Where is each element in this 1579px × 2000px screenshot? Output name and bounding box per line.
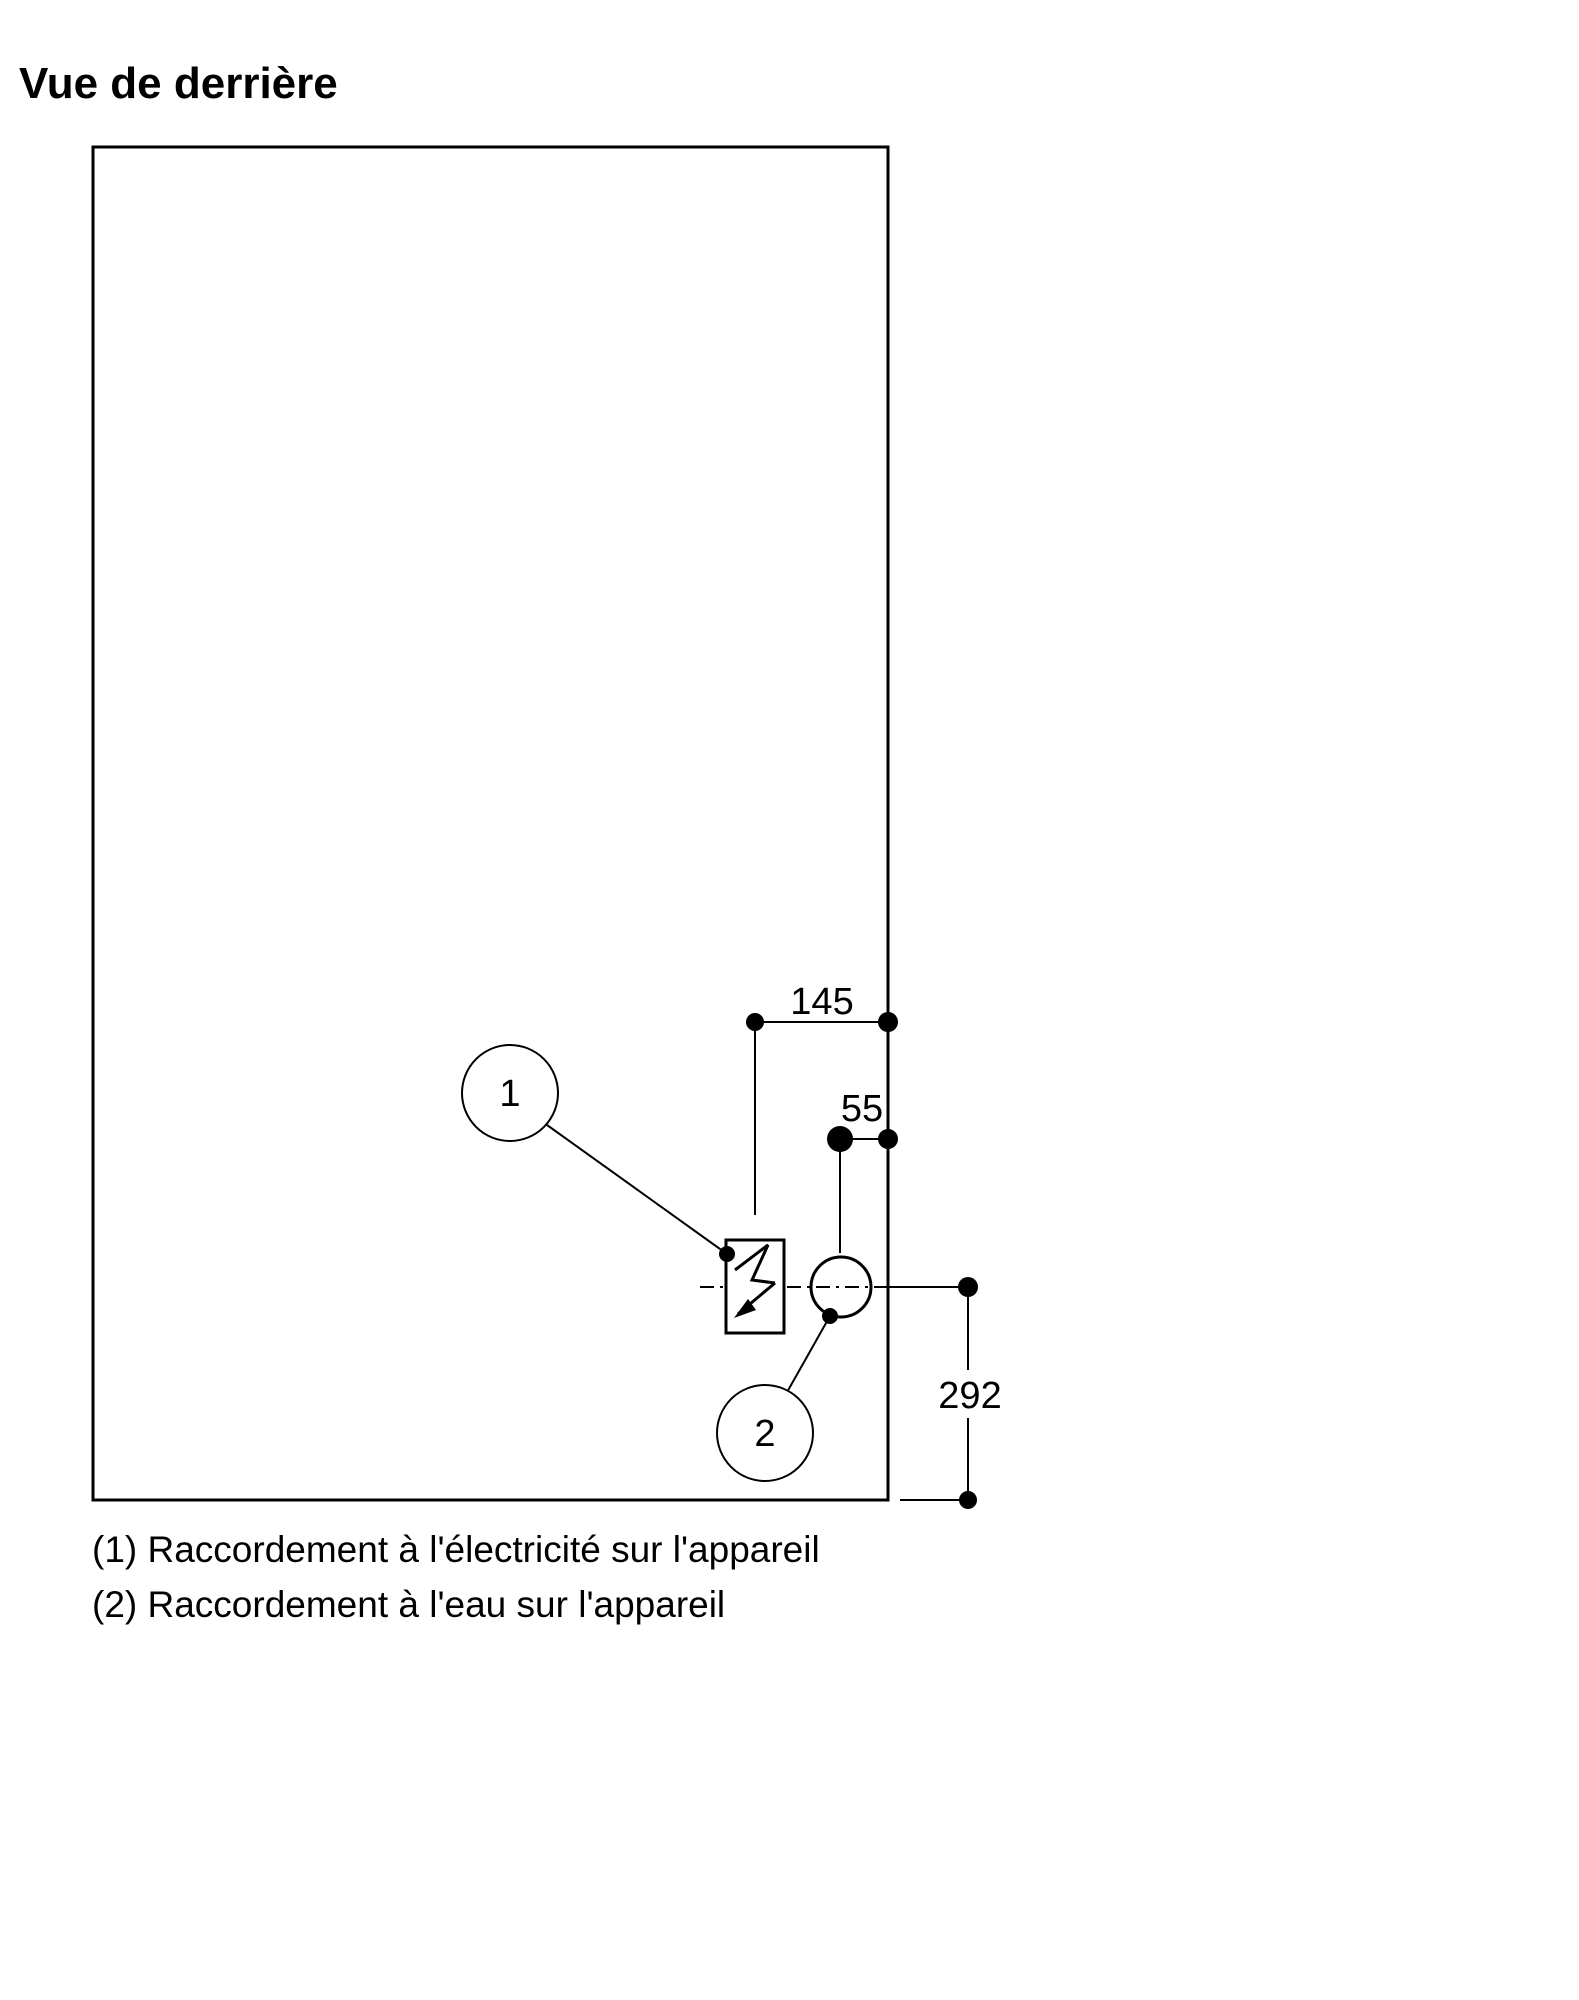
dimension-292: 292 [878, 1277, 1002, 1509]
legend: (1) Raccordement à l'électricité sur l'a… [92, 1522, 820, 1632]
dimension-label-55: 55 [841, 1088, 883, 1130]
callout-2-label: 2 [754, 1413, 775, 1455]
dimension-label-145: 145 [790, 981, 853, 1023]
electrical-connection-icon [724, 1238, 786, 1335]
callout-2: 2 [716, 1308, 838, 1482]
dimension-145: 145 [746, 981, 898, 1215]
callout-1-label: 1 [499, 1073, 520, 1115]
dimension-55: 55 [827, 1088, 898, 1253]
callout-1: 1 [461, 1044, 735, 1262]
legend-item-1: (1) Raccordement à l'électricité sur l'a… [92, 1529, 820, 1570]
legend-item-2: (2) Raccordement à l'eau sur l'appareil [92, 1584, 726, 1625]
page-title: Vue de derrière [19, 59, 338, 108]
appliance-outline [91, 145, 890, 1502]
water-connection-icon [809, 1255, 873, 1319]
dimension-label-292: 292 [938, 1375, 1001, 1417]
